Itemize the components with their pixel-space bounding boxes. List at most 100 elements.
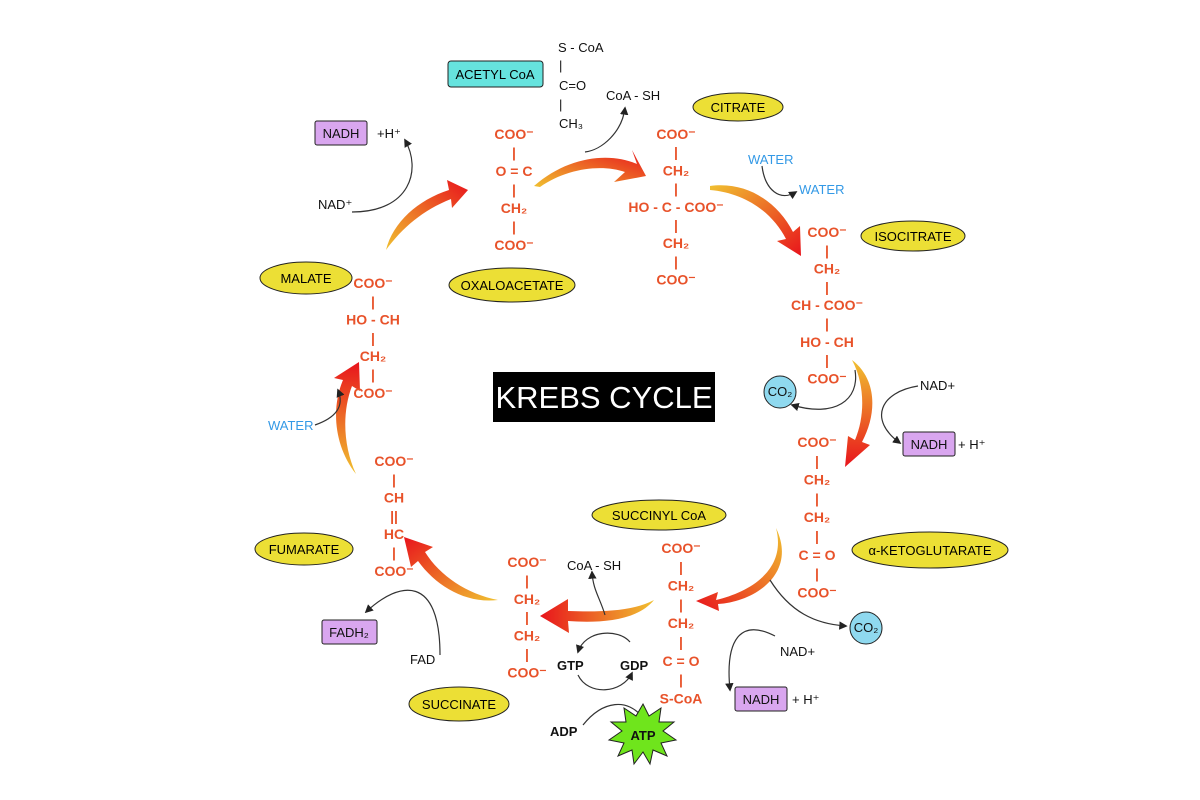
ketoglutarate-label: α-KETOGLUTARATE bbox=[868, 543, 991, 558]
ketoglutarate-oval: α-KETOGLUTARATE bbox=[851, 531, 1009, 569]
structure-line: CH₂ bbox=[668, 615, 694, 631]
structure-ketoglutarate: COO⁻|CH₂|CH₂|C = O|COO⁻ bbox=[797, 434, 836, 600]
arrow-acetyl-in bbox=[584, 106, 629, 153]
structure-line: COO⁻ bbox=[353, 275, 392, 291]
adp-label: ADP bbox=[550, 724, 578, 739]
structure-line: CH₂ bbox=[814, 261, 840, 277]
structure-line: S-CoA bbox=[660, 690, 703, 706]
structure-line: COO⁻ bbox=[807, 224, 846, 240]
structure-line: CH₂ bbox=[501, 200, 527, 216]
arrow-malate-to-oxaloacetate bbox=[386, 180, 468, 250]
nadh-box-top bbox=[314, 120, 368, 146]
acetyl-line: S - CoA bbox=[558, 40, 604, 55]
arrow-isocitrate-to-ketoglutarate bbox=[845, 360, 873, 467]
structure-line: | bbox=[392, 545, 396, 561]
structure-line: HO - CH bbox=[800, 334, 854, 350]
structure-line: C = O bbox=[663, 653, 700, 669]
nad-plus-isocitrate: NAD+ bbox=[920, 378, 955, 393]
nadh-box-ketoglutarate bbox=[734, 686, 788, 712]
structure-line: | bbox=[815, 566, 819, 582]
structure-succinylcoa: COO⁻|CH₂|CH₂|C = O|S-CoA bbox=[660, 540, 703, 706]
structure-line: CH₂ bbox=[804, 509, 830, 525]
structure-line: | bbox=[679, 559, 683, 575]
acetyl-structure: S - CoA | C=O | CH₃ bbox=[558, 40, 604, 131]
nad-plus-top: NAD⁺ bbox=[318, 197, 352, 212]
arrow-ketoglutarate-to-succinylcoa bbox=[696, 528, 782, 611]
structure-line: | bbox=[679, 672, 683, 688]
h-plus-ketoglutarate: + H⁺ bbox=[792, 692, 819, 707]
water-label-out: WATER bbox=[799, 182, 845, 197]
nadh-label-isocitrate: NADH bbox=[911, 437, 948, 452]
structure-line: | bbox=[825, 316, 829, 332]
arrow-succinate-to-fumarate bbox=[404, 537, 498, 601]
structure-line: | bbox=[371, 330, 375, 346]
structure-line: CH₂ bbox=[514, 628, 540, 644]
arrow-fadh2 bbox=[364, 589, 441, 656]
co2-circle-isocitrate bbox=[763, 375, 797, 409]
structure-line: COO⁻ bbox=[656, 272, 695, 288]
structure-line: | bbox=[815, 490, 819, 506]
isocitrate-label: ISOCITRATE bbox=[874, 229, 951, 244]
arrow-citrate-to-isocitrate bbox=[710, 185, 801, 256]
co2-label-isocitrate: CO₂ bbox=[768, 384, 793, 399]
acetyl-coa-box bbox=[447, 60, 544, 88]
oxaloacetate-oval: OXALOACETATE bbox=[448, 267, 576, 303]
nadh-label-ketoglutarate: NADH bbox=[743, 692, 780, 707]
structure-line: | bbox=[525, 572, 529, 588]
arrow-gdp-gtp bbox=[577, 671, 633, 691]
structure-line: || bbox=[390, 508, 398, 524]
structure-isocitrate: COO⁻|CH₂|CH - COO⁻|HO - CH|COO⁻ bbox=[791, 224, 863, 386]
structure-line: | bbox=[525, 646, 529, 662]
structure-fumarate: COO⁻|CH||HC|COO⁻ bbox=[374, 453, 413, 579]
atp-burst bbox=[607, 702, 678, 766]
arrow-water-malate bbox=[314, 388, 345, 426]
arrow-water-in-out bbox=[761, 165, 798, 200]
arrow-nad-top bbox=[351, 138, 413, 213]
fumarate-oval: FUMARATE bbox=[254, 532, 354, 566]
nad-plus-ketoglutarate: NAD+ bbox=[780, 644, 815, 659]
gdp-label: GDP bbox=[620, 658, 649, 673]
structure-line: CH bbox=[384, 490, 404, 506]
arrow-fumarate-to-malate bbox=[334, 362, 360, 474]
acetyl-line: | bbox=[559, 58, 562, 73]
acetyl-coa-label: ACETYL CoA bbox=[456, 67, 535, 82]
fadh2-label: FADH₂ bbox=[329, 625, 369, 640]
structure-line: HO - CH bbox=[346, 312, 400, 328]
fad-label: FAD bbox=[410, 652, 435, 667]
structure-line: CH₂ bbox=[668, 578, 694, 594]
structure-line: CH₂ bbox=[514, 591, 540, 607]
malate-oval: MALATE bbox=[259, 261, 353, 295]
co2-circle-ketoglutarate bbox=[849, 611, 883, 645]
structure-line: CH₂ bbox=[360, 348, 386, 364]
coa-sh-top: CoA - SH bbox=[606, 88, 660, 103]
structure-line: | bbox=[825, 352, 829, 368]
structure-line: | bbox=[392, 471, 396, 487]
structure-line: | bbox=[512, 219, 516, 235]
citrate-label: CITRATE bbox=[711, 100, 766, 115]
arrow-coa-release bbox=[588, 570, 606, 616]
structure-line: COO⁻ bbox=[374, 453, 413, 469]
succinate-label: SUCCINATE bbox=[422, 697, 496, 712]
structure-line: COO⁻ bbox=[374, 563, 413, 579]
structure-line: CH₂ bbox=[663, 162, 689, 178]
structure-line: | bbox=[825, 279, 829, 295]
water-label-malate: WATER bbox=[268, 418, 314, 433]
malate-label: MALATE bbox=[280, 271, 331, 286]
page-title: KREBS CYCLE bbox=[495, 380, 712, 415]
structure-line: | bbox=[679, 596, 683, 612]
structure-line: | bbox=[825, 242, 829, 258]
structure-line: CH₂ bbox=[663, 235, 689, 251]
structure-line: | bbox=[674, 181, 678, 197]
structure-citrate: COO⁻|CH₂|HO - C - COO⁻|CH₂|COO⁻ bbox=[628, 126, 723, 288]
h-plus-top: +H⁺ bbox=[377, 126, 401, 141]
acetyl-line: C=O bbox=[559, 78, 586, 93]
nadh-box-isocitrate bbox=[902, 431, 956, 457]
structure-line: COO⁻ bbox=[353, 385, 392, 401]
structure-line: | bbox=[371, 293, 375, 309]
structure-line: COO⁻ bbox=[807, 370, 846, 386]
structure-line: | bbox=[815, 528, 819, 544]
structure-line: CH₂ bbox=[804, 472, 830, 488]
citrate-oval: CITRATE bbox=[692, 92, 784, 122]
structure-line: | bbox=[512, 182, 516, 198]
gtp-label: GTP bbox=[557, 658, 584, 673]
